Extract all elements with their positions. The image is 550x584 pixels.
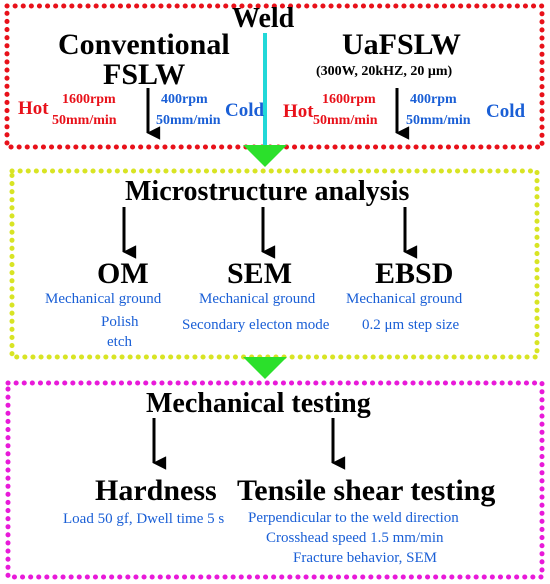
uafslw-cold-rpm: 400rpm [410, 92, 457, 107]
uafslw-hot-label: Hot [283, 101, 314, 122]
conventional-cold-rpm: 400rpm [161, 92, 208, 107]
flow-arrow-to-mechanical [243, 357, 287, 379]
tensile-title: Tensile shear testing [237, 474, 496, 507]
ebsd-line2: 0.2 μm step size [362, 317, 460, 333]
uafslw-params: (300W, 20kHZ, 20 μm) [316, 64, 453, 79]
conventional-hot-rpm: 1600rpm [62, 92, 116, 107]
sem-line1: Mechanical ground [199, 291, 316, 307]
weld-title: Weld [232, 3, 295, 34]
conventional-cold-label: Cold [225, 100, 265, 121]
uafslw-title: UaFSLW [342, 28, 461, 61]
conventional-title-line1: Conventional [58, 28, 230, 61]
conventional-hot-label: Hot [18, 98, 49, 119]
weld-section-box [4, 3, 545, 150]
om-line3: etch [107, 334, 132, 350]
mechanical-section-box [5, 380, 545, 580]
uafslw-cold-speed: 50mm/min [406, 113, 471, 128]
conventional-cold-speed: 50mm/min [156, 113, 221, 128]
tensile-line1: Perpendicular to the weld direction [248, 510, 459, 526]
tensile-line2: Crosshead speed 1.5 mm/min [266, 530, 444, 546]
uafslw-hot-rpm: 1600rpm [322, 92, 376, 107]
hardness-line1: Load 50 gf, Dwell time 5 s [63, 511, 225, 527]
uafslw-hot-speed: 50mm/min [313, 113, 378, 128]
om-line1: Mechanical ground [45, 291, 162, 307]
om-title: OM [97, 257, 149, 290]
uafslw-cold-label: Cold [486, 101, 526, 122]
sem-title: SEM [227, 257, 293, 290]
microstructure-title: Microstructure analysis [125, 176, 410, 207]
ebsd-line1: Mechanical ground [346, 291, 463, 307]
conventional-title-line2: FSLW [103, 58, 186, 91]
tensile-line3: Fracture behavior, SEM [293, 550, 437, 566]
mechanical-title: Mechanical testing [146, 388, 371, 419]
sem-line2: Secondary electon mode [182, 317, 330, 333]
hardness-title: Hardness [95, 474, 217, 507]
ebsd-title: EBSD [375, 257, 454, 290]
flow-arrow-to-microstructure [243, 145, 287, 167]
conventional-hot-speed: 50mm/min [52, 113, 117, 128]
om-line2: Polish [101, 314, 139, 330]
